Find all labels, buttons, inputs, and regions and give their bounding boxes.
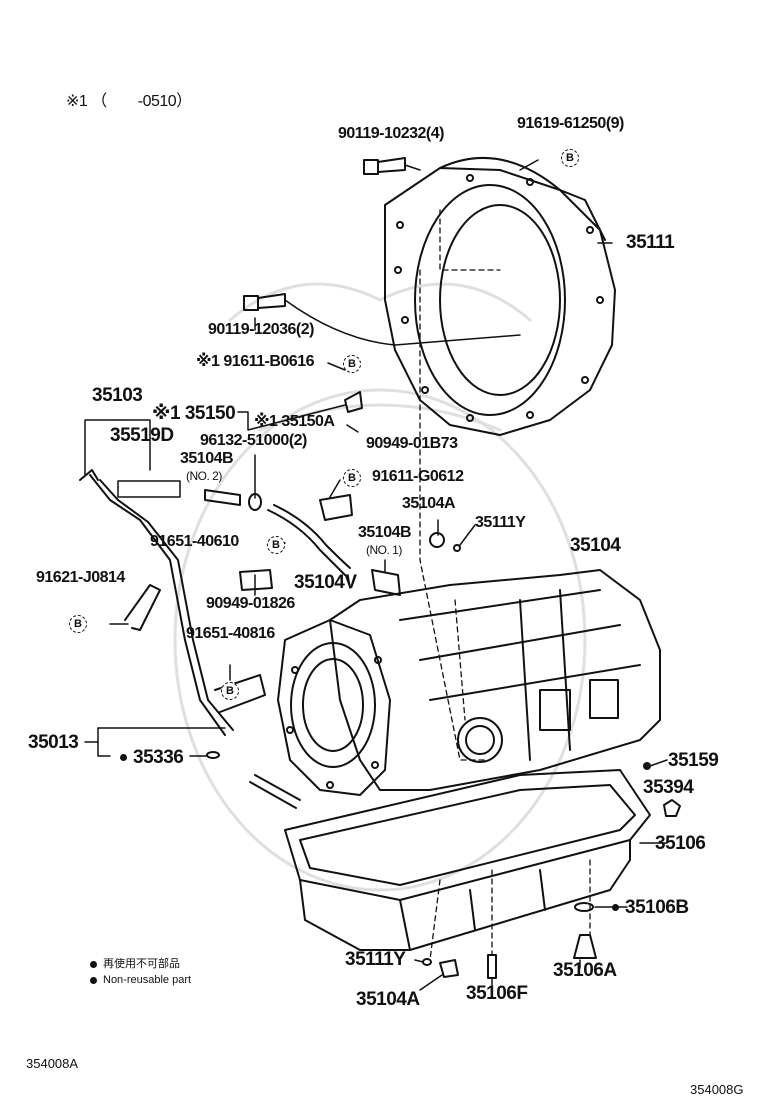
part-label-35150: ※1 35150 [152, 403, 236, 424]
transmission-case [329, 569, 661, 791]
part-label-35104B-upper: 35104B [180, 450, 234, 467]
part-label-90949-01B73: 90949-01B73 [366, 435, 458, 452]
small-parts [204, 391, 681, 979]
legend-line-jp: 再使用不可部品 [90, 956, 191, 972]
non-reusable-dot [120, 754, 127, 762]
part-label-35336: 35336 [120, 748, 184, 767]
part-label-35104A-upper: 35104A [402, 495, 456, 512]
part-label-96132-51000: 96132-51000(2) [200, 432, 307, 449]
legend-line-en: Non-reusable part [90, 972, 191, 988]
part-label-35150A: ※1 35150A [254, 413, 335, 430]
part-label-35159: 35159 [668, 750, 719, 771]
part-label-91651-40610: 91651-40610 [150, 533, 239, 550]
part-label-35106A: 35106A [553, 960, 617, 981]
part-label-91651-40816: 91651-40816 [186, 625, 275, 642]
part-label-35111: 35111 [626, 232, 675, 253]
part-label-90119-12036: 90119-12036(2) [208, 321, 314, 338]
part-label-35106: 35106 [655, 833, 706, 854]
non-reusable-dot [612, 904, 619, 912]
case-front-flange [277, 619, 391, 796]
header-note: ※1 （ -0510） [66, 93, 192, 110]
part-label-35104B-no2: (NO. 2) [186, 469, 222, 483]
diagram-code-left: 354008A [26, 1056, 79, 1071]
part-label-91621-J0814: 91621-J0814 [36, 569, 125, 586]
part-label-35394: 35394 [643, 777, 694, 798]
part-label-90949-01826: 90949-01826 [206, 595, 295, 612]
dipstick-tube [79, 469, 301, 809]
part-label-35104A-lower: 35104A [356, 989, 420, 1010]
part-label-91611-B0616: ※1 91611-B0616 [196, 353, 314, 370]
oil-pan [284, 769, 651, 951]
marker-b-4: B [267, 536, 285, 554]
dashed-guides [419, 209, 591, 961]
marker-b-6: B [221, 682, 239, 700]
bolt-top [363, 157, 406, 175]
part-label-91611-G0612: 91611-G0612 [372, 468, 464, 485]
label-tag-box [117, 480, 181, 498]
leader-lines [84, 159, 668, 991]
marker-b-5: B [69, 615, 87, 633]
part-label-35104: 35104 [570, 535, 621, 556]
part-label-91619-61250: 91619-61250(9) [517, 115, 624, 132]
part-label-35519D: 35519D [110, 425, 174, 446]
part-label-35104B-no1: (NO. 1) [366, 543, 402, 557]
part-label-35013: 35013 [28, 732, 79, 753]
part-label-35111Y-upper: 35111Y [475, 514, 526, 531]
hose-35104V [267, 504, 351, 576]
part-label-35104V: 35104V [294, 572, 357, 593]
part-label-35103: 35103 [92, 385, 143, 406]
marker-b-1: B [561, 149, 579, 167]
marker-b-3: B [343, 469, 361, 487]
part-label-35111Y-lower: 35111Y [345, 949, 406, 970]
part-label-35106F: 35106F [466, 983, 528, 1004]
converter-housing [384, 157, 616, 436]
diagram-code-right: 354008G [690, 1082, 744, 1097]
legend: 再使用不可部品 Non-reusable part [90, 956, 191, 988]
bolt-left [243, 293, 286, 311]
marker-b-2: B [343, 355, 361, 373]
part-label-90119-10232: 90119-10232(4) [338, 125, 444, 142]
watermark-emblem [173, 282, 587, 892]
part-label-35104B-lower: 35104B [358, 524, 412, 541]
tube-bracket-91621 [124, 584, 161, 631]
part-label-35106B: 35106B [612, 898, 689, 917]
